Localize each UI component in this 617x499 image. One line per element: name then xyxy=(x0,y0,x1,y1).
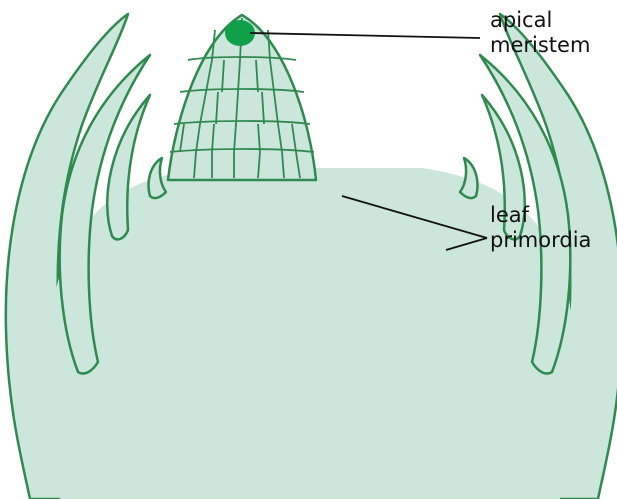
apical-meristem-label: apical meristem xyxy=(490,8,590,57)
apical-meristem-leader xyxy=(250,33,480,38)
apical-meristem-label-line2: meristem xyxy=(490,33,590,57)
leaf-primordia-label-line1: leaf xyxy=(490,203,530,227)
leaf-primordia-label-line2: primordia xyxy=(490,228,591,252)
apical-meristem-label-line1: apical xyxy=(490,8,552,32)
